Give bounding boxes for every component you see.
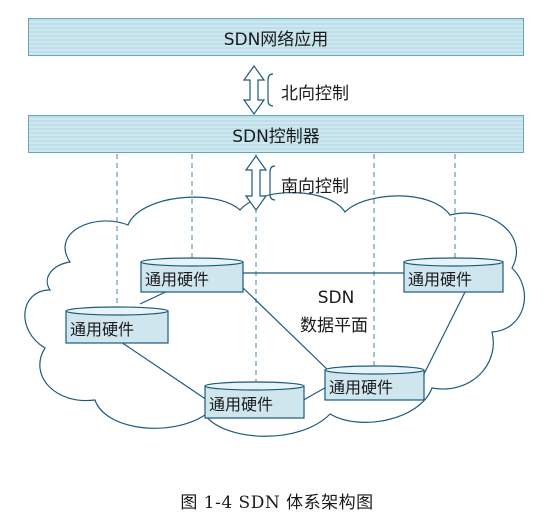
- device-node-2: [65, 306, 169, 344]
- southbound-label: 南向控制: [281, 177, 349, 197]
- data-plane-subtitle: 数据平面: [300, 316, 368, 336]
- northbound-bracket: [267, 73, 274, 107]
- link-left-bottom: [117, 339, 211, 403]
- device-links: [117, 272, 467, 403]
- link-topleft-bottomright: [237, 282, 331, 373]
- device-node-5: [324, 365, 425, 401]
- device-label-4: 通用硬件: [209, 395, 274, 414]
- device-label-1: 通用硬件: [145, 270, 210, 289]
- device-node-1: [140, 257, 244, 293]
- application-layer-bar: SDN网络应用: [28, 18, 524, 56]
- application-layer-label: SDN网络应用: [223, 29, 329, 50]
- device-label-5: 通用硬件: [329, 378, 394, 397]
- controller-layer-bar: SDN控制器: [28, 115, 524, 153]
- southbound-bracket: [269, 165, 276, 201]
- link-right-bottomright: [421, 289, 467, 379]
- northbound-arrow: [242, 64, 266, 116]
- controller-layer-label: SDN控制器: [232, 126, 320, 147]
- device-label-3: 通用硬件: [408, 270, 473, 289]
- data-plane-title: SDN: [317, 288, 355, 308]
- northbound-label: 北向控制: [281, 84, 349, 104]
- device-label-2: 通用硬件: [70, 320, 135, 339]
- device-node-3: [403, 257, 504, 293]
- device-node-4: [204, 381, 305, 419]
- figure-caption: 图 1-4 SDN 体系架构图: [180, 493, 374, 513]
- southbound-arrow: [244, 154, 268, 212]
